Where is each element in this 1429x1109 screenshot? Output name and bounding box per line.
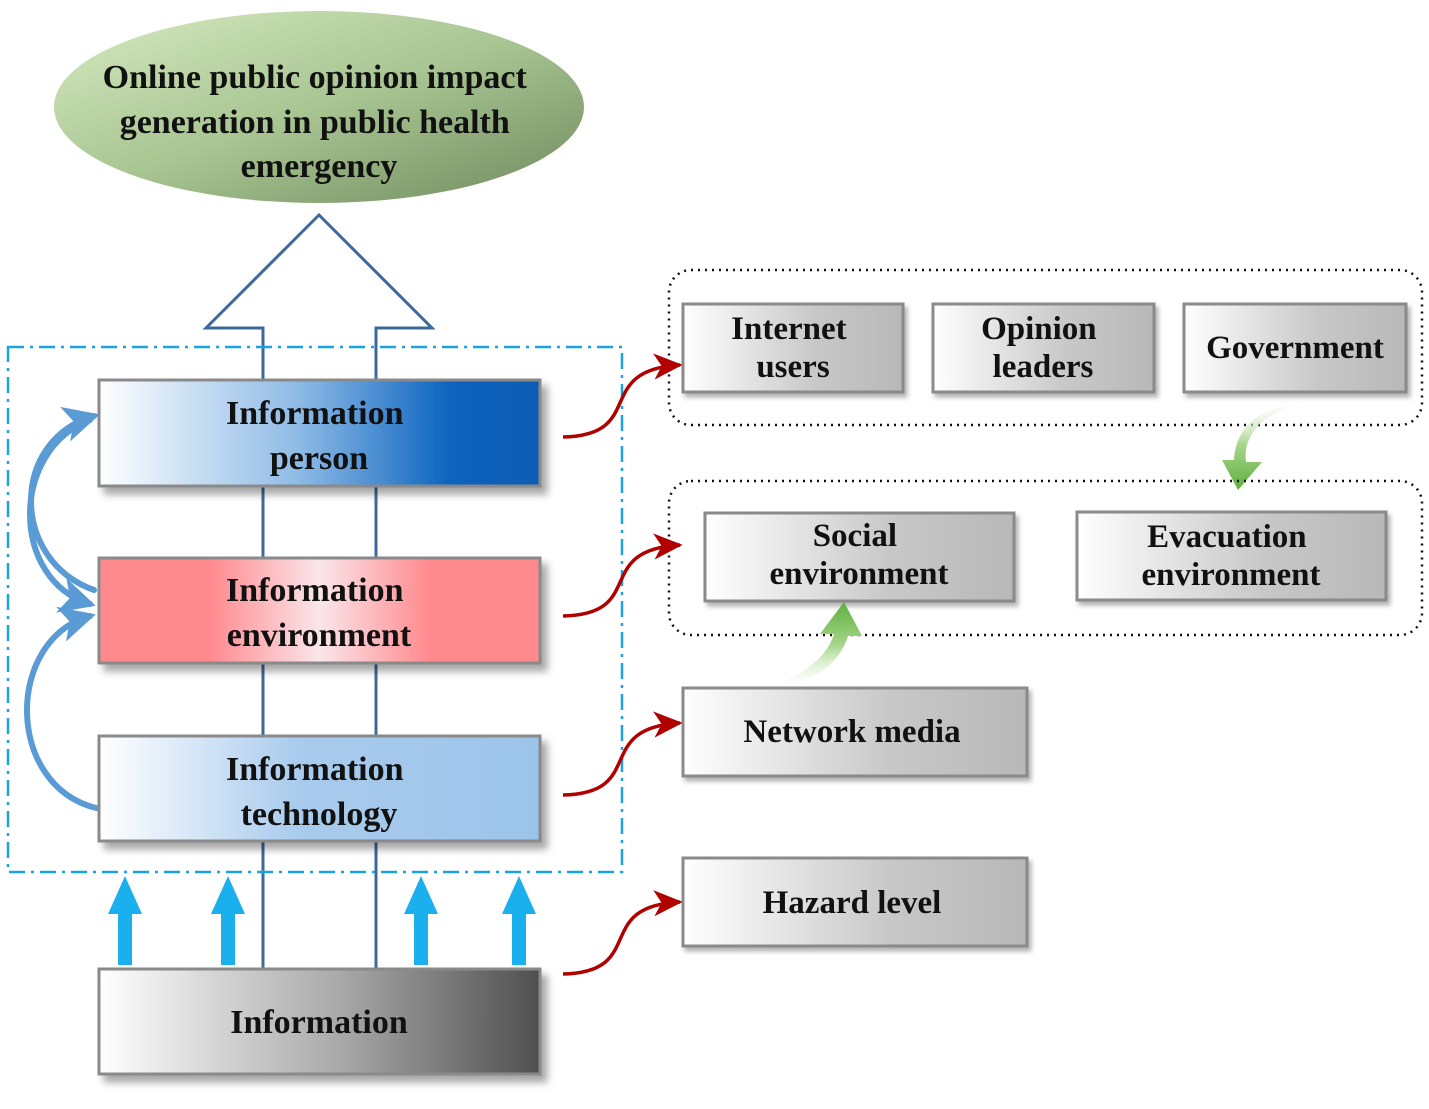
information-line-1: Information — [230, 1004, 408, 1041]
layer-information-person: Information person — [97, 378, 542, 488]
layer-information-environment: Information environment — [97, 556, 542, 665]
information-technology-label: Information technology — [226, 751, 412, 833]
layer-information: Information — [97, 967, 542, 1076]
layer-information-technology: Information technology — [97, 734, 542, 843]
evacuation-environment-box — [1075, 510, 1388, 602]
link-arrow-information-to-hazard-level — [562, 890, 683, 976]
opinion-leaders-line-1: Opinion — [981, 311, 1097, 347]
social-environment-line-2: environment — [769, 556, 948, 592]
node-government: Government — [1182, 302, 1408, 394]
flow-arrow-government-to-environment — [1222, 400, 1318, 490]
government-label: Government — [1206, 330, 1384, 366]
internet-users-line-1: Internet — [731, 311, 846, 347]
information-technology-line-2: technology — [241, 796, 398, 833]
title-line-1: Online public opinion impact — [103, 59, 528, 96]
opinion-leaders-box — [931, 302, 1156, 394]
information-person-box — [97, 378, 542, 488]
information-label: Information — [230, 1004, 408, 1041]
evacuation-environment-line-2: environment — [1141, 557, 1320, 593]
node-network-media: Network media — [681, 686, 1029, 778]
input-arrow-2 — [211, 876, 245, 965]
hazard-level-box — [681, 856, 1029, 948]
social-environment-box — [703, 511, 1016, 603]
evacuation-environment-line-1: Evacuation — [1147, 519, 1307, 555]
node-hazard-level: Hazard level — [681, 856, 1029, 948]
node-social-environment: Social environment — [703, 511, 1016, 603]
information-person-line-2: person — [270, 440, 368, 477]
node-opinion-leaders: Opinion leaders — [931, 302, 1156, 394]
social-environment-label: Social environment — [769, 518, 948, 592]
title-line-2: generation in public health — [120, 104, 510, 141]
internet-users-label: Internet users — [731, 311, 855, 385]
network-media-label: Network media — [743, 714, 960, 750]
internet-users-box — [681, 302, 905, 394]
cycle-arrow-technology-to-environment — [24, 606, 99, 811]
hazard-level-label: Hazard level — [763, 885, 942, 921]
opinion-leaders-label: Opinion leaders — [981, 311, 1105, 385]
opinion-leaders-line-2: leaders — [993, 349, 1094, 385]
link-arrow-environment-to-environments — [562, 533, 683, 618]
government-box — [1182, 302, 1408, 394]
node-evacuation-environment: Evacuation environment — [1075, 510, 1388, 602]
evacuation-environment-label: Evacuation environment — [1141, 519, 1320, 593]
title-ellipse — [54, 11, 584, 203]
information-environment-label: Information environment — [226, 572, 412, 654]
node-internet-users: Internet users — [681, 302, 905, 394]
title-node: Online public opinion impact generation … — [54, 11, 584, 203]
subjects-group-outline — [667, 268, 1424, 427]
government-line-1: Government — [1206, 330, 1384, 366]
information-person-label: Information person — [226, 395, 412, 477]
social-environment-line-1: Social — [813, 518, 897, 554]
cycle-arrow-person-to-environment — [27, 417, 96, 613]
input-arrow-3 — [404, 876, 438, 965]
title-line-3: emergency — [241, 148, 398, 185]
information-technology-box — [97, 734, 542, 843]
link-arrow-person-to-subjects — [562, 353, 683, 439]
link-arrow-technology-to-network-media — [562, 711, 683, 797]
input-arrow-4 — [502, 876, 536, 965]
title-label: Online public opinion impact generation … — [103, 59, 536, 185]
information-environment-line-1: Information — [226, 572, 404, 609]
information-environment-line-2: environment — [227, 617, 412, 654]
hazard-level-line-1: Hazard level — [763, 885, 942, 921]
input-arrows — [108, 876, 536, 965]
information-box — [97, 967, 542, 1076]
information-person-line-1: Information — [226, 395, 404, 432]
information-environment-box — [97, 556, 542, 665]
input-arrow-1 — [108, 876, 142, 965]
flow-arrow-media-to-social — [768, 602, 862, 688]
environment-group-outline — [667, 479, 1424, 637]
internet-users-line-2: users — [756, 349, 829, 385]
layer-group-outline — [6, 345, 624, 874]
information-technology-line-1: Information — [226, 751, 404, 788]
network-media-line-1: Network media — [743, 714, 960, 750]
network-media-box — [681, 686, 1029, 778]
